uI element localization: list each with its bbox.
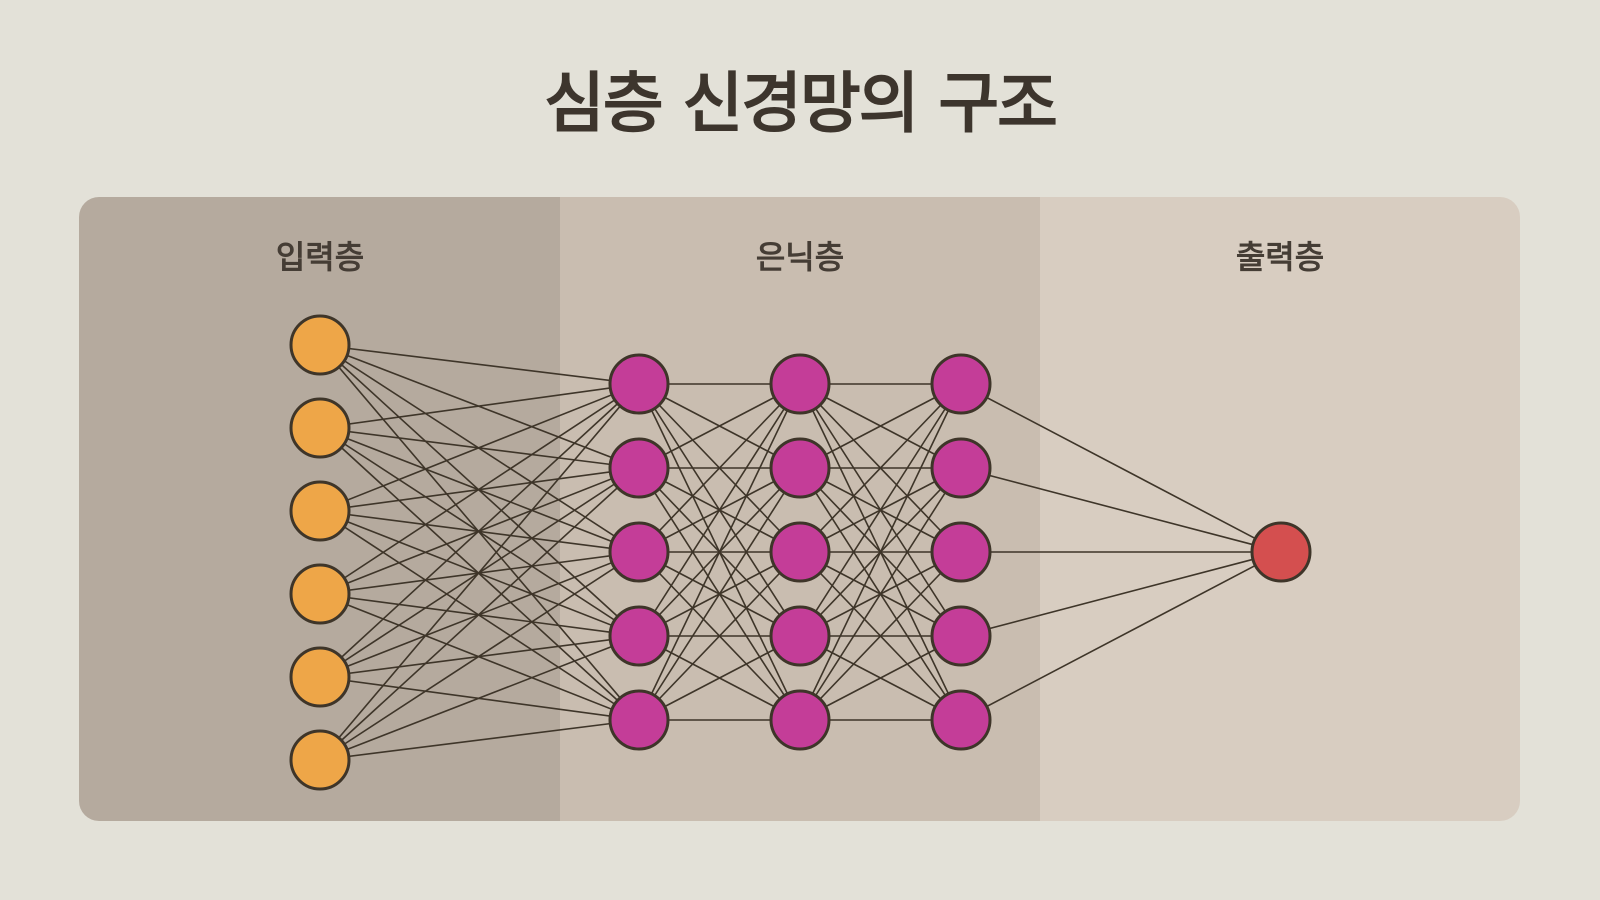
connection-line <box>960 383 1282 553</box>
output-neuron <box>1250 521 1312 583</box>
connection-line <box>319 551 640 761</box>
connection-line <box>638 551 801 721</box>
hidden-neuron <box>769 689 831 751</box>
neurons <box>289 314 1312 791</box>
input-neuron <box>289 563 351 625</box>
output-layer-label: 출력층 <box>1236 238 1324 276</box>
hidden-neuron <box>608 353 670 415</box>
input-neuron <box>289 314 351 376</box>
connection-line <box>960 467 1282 553</box>
connection-line <box>799 467 962 721</box>
hidden-neuron <box>769 605 831 667</box>
connection-line <box>638 383 801 553</box>
hidden-neuron <box>930 437 992 499</box>
connection-line <box>319 719 640 761</box>
input-neuron <box>289 729 351 791</box>
connection-line <box>799 383 962 721</box>
connection-line <box>638 467 801 721</box>
connection-line <box>799 551 962 721</box>
connection-line <box>799 383 962 553</box>
page-title: 심층 신경망의 구조 <box>544 65 1058 142</box>
input-layer-label: 입력층 <box>276 238 364 276</box>
connection-line <box>319 383 640 595</box>
connection-line <box>319 383 640 512</box>
connection-line <box>319 383 640 429</box>
hidden-neuron <box>608 437 670 499</box>
hidden-neuron <box>930 689 992 751</box>
connections <box>319 344 1282 761</box>
connection-line <box>960 551 1282 721</box>
connection-line <box>319 383 640 678</box>
hidden-neuron <box>769 521 831 583</box>
hidden-neuron <box>930 353 992 415</box>
hidden-neuron <box>769 353 831 415</box>
connection-line <box>319 635 640 761</box>
connection-line <box>799 383 962 637</box>
hidden-layer-label: 은닉층 <box>756 238 844 276</box>
output-layer-panel <box>1040 197 1520 821</box>
input-neuron <box>289 646 351 708</box>
connection-line <box>960 551 1282 637</box>
input-neuron <box>289 397 351 459</box>
connection-line <box>319 344 640 385</box>
hidden-neuron <box>608 521 670 583</box>
hidden-neuron <box>930 521 992 583</box>
connection-line <box>638 383 801 637</box>
connection-line <box>638 383 801 721</box>
connection-line <box>319 467 640 761</box>
hidden-neuron <box>608 689 670 751</box>
connection-line <box>319 383 640 761</box>
hidden-neuron <box>769 437 831 499</box>
hidden-neuron <box>608 605 670 667</box>
hidden-neuron <box>930 605 992 667</box>
input-neuron <box>289 480 351 542</box>
